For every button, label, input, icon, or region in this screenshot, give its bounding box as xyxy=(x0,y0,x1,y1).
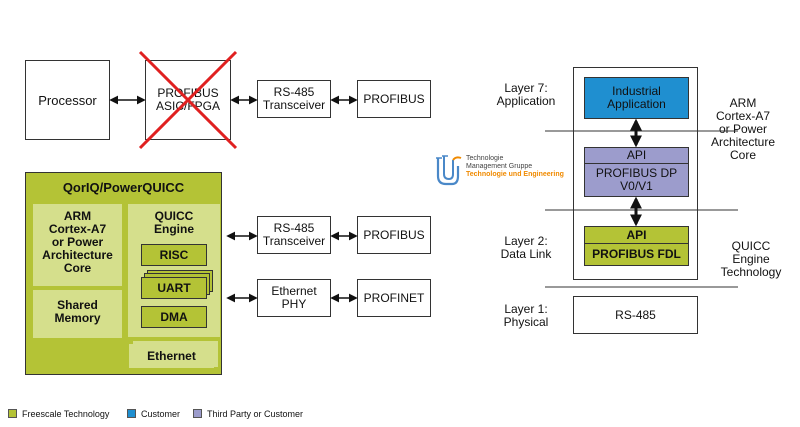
logo-line1: Technologie xyxy=(466,155,504,162)
logo-line2: Management Gruppe xyxy=(466,163,533,170)
rs485-physical-label: RS-485 xyxy=(615,307,656,322)
layer1-label: Layer 1: Physical xyxy=(503,302,549,329)
layer2-label: Layer 2: Data Link xyxy=(500,234,552,261)
profibus-fdl-label: PROFIBUS FDL xyxy=(592,247,681,261)
processor-label: Processor xyxy=(38,92,97,108)
profibus-label-mid: PROFIBUS xyxy=(363,227,425,242)
legend-label-third-party: Third Party or Customer xyxy=(207,409,304,419)
layer7-label: Layer 7: Application xyxy=(496,81,556,108)
profibus-label-top: PROFIBUS xyxy=(363,91,425,106)
profibus-box-top: PROFIBUS xyxy=(357,80,431,118)
api-bottom-box: API xyxy=(584,226,689,244)
dma-box: DMA xyxy=(141,306,207,328)
arm-core-right-label: ARM Cortex-A7 or Power Architecture Core xyxy=(710,96,776,162)
red-cross-line-2 xyxy=(138,50,238,150)
legend-label-freescale: Freescale Technology xyxy=(22,409,110,419)
uart-label: UART xyxy=(157,280,191,295)
protocol-stack-frame xyxy=(573,67,698,280)
shared-memory-block xyxy=(33,290,122,338)
legend-swatch-customer xyxy=(127,409,136,418)
legend-swatch-freescale xyxy=(8,409,17,418)
risc-label: RISC xyxy=(159,247,189,262)
ethernet-block: Ethernet xyxy=(129,344,214,368)
tmg-logo-text: Technologie Management Gruppe Technologi… xyxy=(466,155,576,179)
api-top-box: API xyxy=(584,147,689,164)
profibus-asic-label: PROFIBUS ASIC/FPGA xyxy=(155,86,220,113)
quicc-engine-label: QUICC Engine xyxy=(153,209,194,236)
uart-box: UART xyxy=(141,277,207,299)
ethernet-label: Ethernet xyxy=(147,348,196,363)
tmg-logo-icon xyxy=(434,152,464,190)
quicc-engine-technology-label: QUICC Engine Technology xyxy=(720,239,782,279)
risc-box: RISC xyxy=(141,244,207,266)
rs485-transceiver-box-top: RS-485 Transceiver xyxy=(257,80,331,118)
profinet-box: PROFINET xyxy=(357,279,431,317)
shared-memory-label: Shared Memory xyxy=(54,298,101,325)
rs485-physical-box: RS-485 xyxy=(573,296,698,334)
profibus-dp-box: PROFIBUS DP V0/V1 xyxy=(584,164,689,197)
profibus-box-mid: PROFIBUS xyxy=(357,216,431,254)
rs485-transceiver-label-top: RS-485 Transceiver xyxy=(262,85,326,112)
processor-box: Processor xyxy=(25,60,110,140)
arm-core-label: ARM Cortex-A7 or Power Architecture Core xyxy=(42,209,113,275)
profinet-label: PROFINET xyxy=(363,290,425,305)
dma-label: DMA xyxy=(160,309,188,324)
profibus-dp-label: PROFIBUS DP V0/V1 xyxy=(595,166,678,193)
logo-line3: Technologie und Engineering xyxy=(466,171,564,178)
api-bottom-label: API xyxy=(626,227,647,242)
industrial-application-label: Industrial Application xyxy=(607,84,666,111)
arm-core-block xyxy=(33,204,122,286)
api-top-label: API xyxy=(626,148,647,162)
ethernet-phy-label: Ethernet PHY xyxy=(271,284,317,311)
rs485-transceiver-box-mid: RS-485 Transceiver xyxy=(257,216,331,254)
legend-label-customer: Customer xyxy=(141,409,181,419)
qoriq-title: QorIQ/PowerQUICC xyxy=(62,180,185,195)
profibus-fdl-box: PROFIBUS FDL xyxy=(584,244,689,266)
legend-swatch-third-party xyxy=(193,409,202,418)
industrial-application-box: Industrial Application xyxy=(584,77,689,119)
rs485-transceiver-label-mid: RS-485 Transceiver xyxy=(262,221,326,248)
